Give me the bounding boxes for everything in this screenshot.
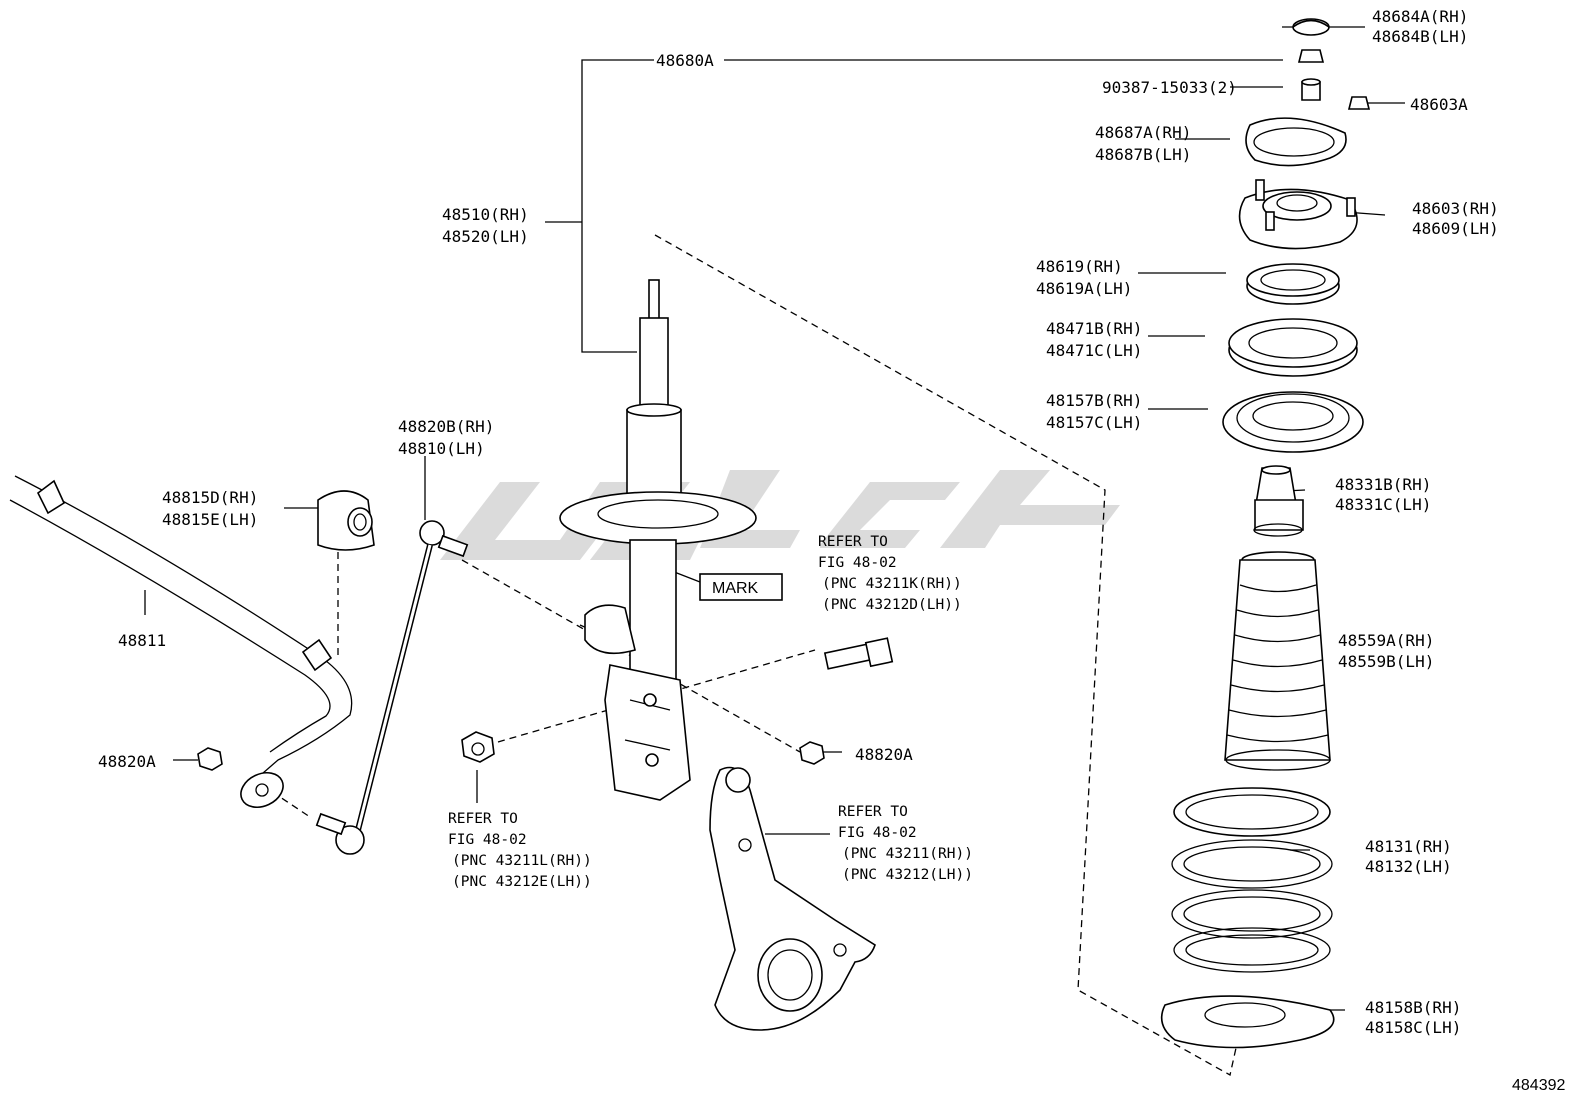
label-48471: 48471B(RH)48471C(LH) xyxy=(1046,319,1142,360)
mark-label: MARK xyxy=(712,580,759,597)
strut-assembly xyxy=(559,279,757,801)
coil-spring xyxy=(1171,787,1333,973)
bump-stop xyxy=(1253,465,1304,537)
stab-link-nut-left xyxy=(197,747,223,771)
label-48684: 48684A(RH)48684B(LH) xyxy=(1372,7,1468,46)
label-48559: 48559A(RH)48559B(LH) xyxy=(1338,631,1434,671)
label-48510: 48510(RH)48520(LH) xyxy=(442,205,529,246)
label-48680a: 48680A xyxy=(656,51,714,70)
label-48811: 48811 xyxy=(118,631,166,650)
upper-mount-parts xyxy=(1238,18,1371,250)
watermark-logo xyxy=(440,470,1120,560)
label-90387: 90387-15033(2) xyxy=(1102,78,1237,97)
bearing-and-seats xyxy=(1222,263,1364,453)
leader-lines xyxy=(144,26,1405,1011)
label-48603: 48603(RH)48609(LH) xyxy=(1412,199,1499,238)
label-48820a-left: 48820A xyxy=(98,752,156,771)
mark-label-box: MARK xyxy=(699,573,783,601)
dust-boot xyxy=(1224,551,1331,771)
lower-spring-seat xyxy=(1160,995,1335,1049)
upper-strut-bolt xyxy=(823,637,894,670)
label-48131: 48131(RH)48132(LH) xyxy=(1365,837,1452,876)
label-48815: 48815D(RH)48815E(LH) xyxy=(162,488,258,529)
stabilizer-bushing xyxy=(317,490,375,551)
stabilizer-link xyxy=(315,520,469,855)
stab-link-nut-right xyxy=(799,741,825,765)
label-48820a-right: 48820A xyxy=(855,745,913,764)
label-48157: 48157B(RH)48157C(LH) xyxy=(1046,391,1142,432)
fasteners xyxy=(197,637,894,771)
label-48687: 48687A(RH)48687B(LH) xyxy=(1095,123,1191,164)
label-48158: 48158B(RH)48158C(LH) xyxy=(1365,998,1461,1037)
label-48331: 48331B(RH)48331C(LH) xyxy=(1335,475,1431,514)
stabilizer-bar xyxy=(9,475,353,809)
figure-number: 484392 xyxy=(1512,1077,1565,1094)
label-48619: 48619(RH)48619A(LH) xyxy=(1036,257,1132,298)
strut-lower-nut xyxy=(461,731,495,763)
label-48603a: 48603A xyxy=(1410,95,1468,114)
label-48820b: 48820B(RH)48810(LH) xyxy=(398,417,494,458)
steering-knuckle xyxy=(709,766,876,1031)
part-labels: 48684A(RH)48684B(LH) 48680A 90387-15033(… xyxy=(98,7,1565,1094)
